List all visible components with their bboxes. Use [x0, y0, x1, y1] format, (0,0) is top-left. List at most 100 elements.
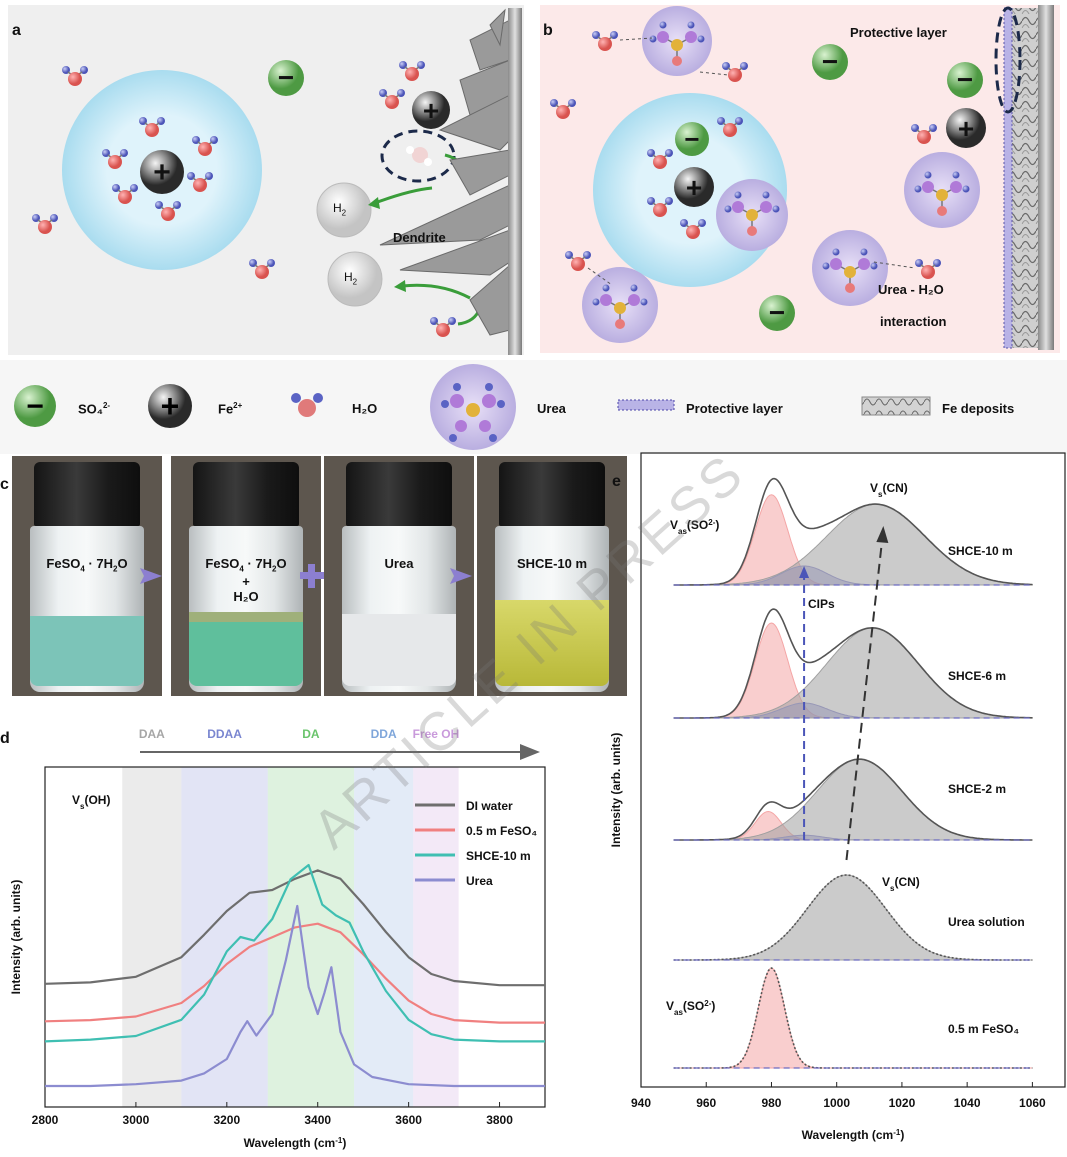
legend-h2o-icon	[291, 393, 323, 417]
annotation-vs-oh: Vs(OH)	[72, 793, 110, 811]
band-label-2: DA	[302, 727, 320, 741]
band-free-oh	[413, 767, 459, 1107]
x-tick-label: 1060	[1019, 1096, 1046, 1110]
series-name-0: SHCE-10 m	[948, 544, 1013, 558]
legend-protective-layer-icon	[617, 399, 675, 411]
panel-label-c: c	[0, 476, 9, 493]
plus-icon	[300, 564, 324, 588]
vial-2-content	[189, 612, 303, 686]
protective-layer-label: Protective layer	[850, 25, 947, 40]
urea-h2o-label-line1: Urea - H₂O	[878, 282, 944, 297]
vial-photo-4: SHCE-10 m	[477, 456, 627, 696]
series-line-3	[45, 904, 545, 1088]
vial-photo-3: Urea	[324, 456, 474, 696]
vial-3-content	[342, 614, 456, 686]
x-tick-label: 1040	[954, 1096, 981, 1110]
cips-arrow-head	[799, 566, 810, 578]
vial-4-label: SHCE-10 m	[516, 556, 588, 571]
protective-layer-strip	[1003, 7, 1013, 349]
x-axis-label: Wavelength (cm-1)	[802, 1128, 905, 1143]
annotation-cips: CIPs	[808, 597, 835, 611]
vial-photo-1: FeSO4 · 7H2O	[12, 456, 162, 696]
annotation-vs-cn-top: Vs(CN)	[870, 481, 908, 499]
band-daa	[122, 767, 182, 1107]
svg-text:−: −	[684, 124, 699, 154]
x-tick-label: 2800	[32, 1113, 59, 1127]
peak-4-0	[673, 967, 1033, 1069]
legend-urea-label: Urea	[537, 401, 566, 416]
x-tick-label: 3000	[123, 1113, 150, 1127]
envelope-3	[673, 874, 1033, 961]
vial-4-content	[495, 600, 609, 686]
svg-text:−: −	[278, 62, 294, 93]
series-name-1: SHCE-6 m	[948, 669, 1006, 683]
legend-label-1: 0.5 m FeSO₄	[466, 824, 537, 838]
legend-h2o-label: H₂O	[352, 401, 378, 416]
svg-text:+: +	[958, 113, 974, 144]
legend-protective-layer-label: Protective layer	[686, 401, 783, 416]
series-line-0	[44, 869, 545, 987]
legend-so4-icon	[14, 385, 56, 427]
x-tick-label: 3600	[395, 1113, 422, 1127]
cn-shift-arrow	[845, 537, 884, 861]
vial-arrows	[140, 564, 472, 588]
band-label-1: DDAA	[207, 727, 242, 741]
band-label-3: DDA	[371, 727, 397, 741]
vial-1-label: FeSO4 · 7H2O	[46, 556, 128, 574]
svg-text:−: −	[957, 64, 973, 95]
fe-deposits-column	[1012, 8, 1038, 348]
band-arrow-head	[520, 744, 540, 760]
envelope-0	[673, 477, 1033, 586]
h2-bubble-bottom: H2	[344, 270, 358, 287]
band-label-4: Free OH	[413, 727, 460, 741]
legend-label-2: SHCE-10 m	[466, 849, 531, 863]
x-tick-label: 980	[761, 1096, 781, 1110]
svg-text:+: +	[686, 172, 702, 203]
peak-2-2	[673, 758, 1033, 841]
y-axis-label: Intensity (arb. units)	[609, 733, 623, 848]
so4-anion	[268, 60, 304, 96]
band-label-0: DAA	[139, 727, 165, 741]
legend-fe-label: Fe2+	[218, 401, 243, 417]
envelope-1	[673, 608, 1033, 719]
arrow-icon	[140, 568, 162, 584]
envelope-2	[673, 758, 1033, 841]
x-tick-label: 960	[696, 1096, 716, 1110]
x-axis-label: Wavelength (cm-1)	[244, 1136, 347, 1151]
x-tick-label: 1020	[889, 1096, 916, 1110]
panel-label-b: b	[543, 22, 553, 39]
cn-shift-arrow-head	[876, 526, 889, 543]
series-line-2	[44, 863, 545, 1043]
svg-text:−: −	[822, 46, 838, 77]
dendrite-shapes	[379, 8, 511, 336]
urea-h2o-label-line2: interaction	[880, 314, 947, 329]
svg-text:−: −	[769, 297, 785, 328]
series-name-4: 0.5 m FeSO₄	[948, 1022, 1019, 1036]
dendrite-label: Dendrite	[393, 230, 446, 245]
legend-icons: − +	[14, 364, 931, 450]
series-line-1	[44, 922, 545, 1024]
band-da	[267, 767, 355, 1107]
electrode-a	[508, 8, 522, 355]
svg-text:+: +	[161, 388, 180, 424]
legend-label-3: Urea	[466, 874, 493, 888]
annotation-vs-cn-urea: Vs(CN)	[882, 875, 920, 893]
envelope-4	[673, 967, 1033, 1069]
x-tick-label: 3800	[486, 1113, 513, 1127]
mechanism-illustration: + − + + − + −	[8, 5, 1060, 355]
vial-1-content	[30, 616, 144, 686]
h2-bubble-top: H2	[333, 201, 347, 218]
series-name-3: Urea solution	[948, 915, 1025, 929]
x-tick-label: 940	[631, 1096, 651, 1110]
svg-text:+: +	[423, 95, 439, 126]
band-ddaa	[181, 767, 268, 1107]
svg-text:+: +	[153, 156, 171, 189]
x-tick-label: 3400	[304, 1113, 331, 1127]
legend-so4-label: SO₄2-	[78, 401, 111, 417]
x-tick-label: 1000	[823, 1096, 850, 1110]
legend-fe-icon	[148, 384, 192, 428]
x-tick-label: 3200	[213, 1113, 240, 1127]
legend-label-0: DI water	[466, 799, 513, 813]
fe-cation	[140, 150, 184, 194]
